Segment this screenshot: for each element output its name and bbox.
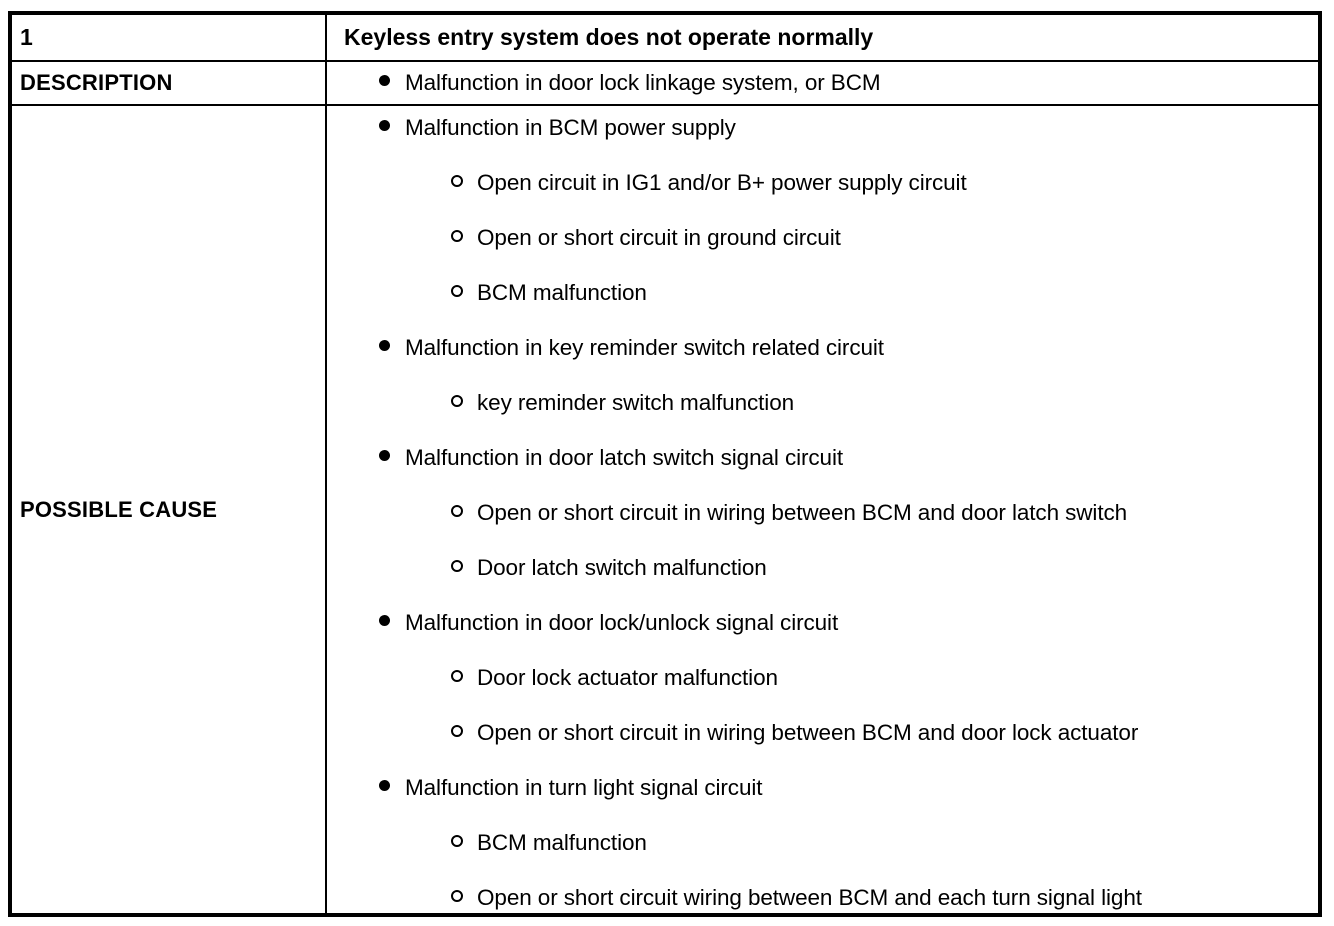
filled-disc-bullet-icon xyxy=(379,608,405,630)
list-item-label: Malfunction in door lock/unlock signal c… xyxy=(405,610,839,635)
hollow-circle-bullet-icon xyxy=(451,664,477,686)
list-item: Door latch switch malfunction xyxy=(327,554,767,580)
list-item-label: Malfunction in turn light signal circuit xyxy=(405,775,763,800)
hollow-circle-bullet-icon xyxy=(451,719,477,741)
list-item-label: BCM malfunction xyxy=(477,280,647,305)
description-label: DESCRIPTION xyxy=(20,70,173,95)
list-item-label: Open or short circuit in wiring between … xyxy=(477,720,1139,745)
row-number-text: 1 xyxy=(20,24,33,50)
list-item-label: Malfunction in key reminder switch relat… xyxy=(405,335,884,360)
table-row-title: 1 Keyless entry system does not operate … xyxy=(12,15,1318,60)
filled-disc-bullet-icon xyxy=(379,333,405,355)
hollow-circle-bullet-icon xyxy=(451,224,477,246)
hollow-circle-bullet-icon xyxy=(451,499,477,521)
diagnostic-table: 1 Keyless entry system does not operate … xyxy=(8,11,1322,917)
cell-title: Keyless entry system does not operate no… xyxy=(327,15,1318,60)
list-item: BCM malfunction xyxy=(327,279,647,305)
list-item: Malfunction in door latch switch signal … xyxy=(327,445,843,470)
list-item: BCM malfunction xyxy=(327,829,647,855)
hollow-circle-bullet-icon xyxy=(451,829,477,851)
cell-row-number: 1 xyxy=(12,15,325,60)
hollow-circle-bullet-icon xyxy=(451,554,477,576)
list-item-label: Open or short circuit in wiring between … xyxy=(477,500,1128,525)
filled-disc-bullet-icon xyxy=(379,113,405,135)
list-item: Open circuit in IG1 and/or B+ power supp… xyxy=(327,169,967,195)
list-item: Malfunction in BCM power supply xyxy=(327,115,736,140)
list-item: Malfunction in key reminder switch relat… xyxy=(327,335,884,360)
table-row-description: DESCRIPTION Malfunction in door lock lin… xyxy=(12,62,1318,104)
list-item-label: Door lock actuator malfunction xyxy=(477,665,778,690)
filled-disc-bullet-icon xyxy=(379,773,405,795)
cell-label-possible-cause: POSSIBLE CAUSE xyxy=(12,106,325,913)
cell-description-content: Malfunction in door lock linkage system,… xyxy=(327,62,1318,104)
list-item: Open or short circuit in wiring between … xyxy=(327,719,1139,745)
hollow-circle-bullet-icon xyxy=(451,884,477,906)
possible-cause-label: POSSIBLE CAUSE xyxy=(20,496,218,522)
table-row-possible-cause: POSSIBLE CAUSE Malfunction in BCM power … xyxy=(12,106,1318,913)
list-item: Open or short circuit in wiring between … xyxy=(327,499,1128,525)
list-item-label: Open or short circuit wiring between BCM… xyxy=(477,885,1142,910)
list-item-label: Malfunction in door lock linkage system,… xyxy=(405,70,881,95)
page-title: Keyless entry system does not operate no… xyxy=(344,24,874,50)
list-item-label: Malfunction in door latch switch signal … xyxy=(405,445,843,470)
column-divider xyxy=(325,15,327,913)
hollow-circle-bullet-icon xyxy=(451,279,477,301)
list-item: Open or short circuit wiring between BCM… xyxy=(327,884,1142,910)
list-item: Malfunction in door lock linkage system,… xyxy=(327,70,881,95)
filled-disc-bullet-icon xyxy=(379,68,405,90)
description-bullet-list: Malfunction in door lock linkage system,… xyxy=(327,62,1318,104)
hollow-circle-bullet-icon xyxy=(451,389,477,411)
table-inner: 1 Keyless entry system does not operate … xyxy=(12,15,1318,913)
list-item-label: key reminder switch malfunction xyxy=(477,390,795,415)
row-divider-2 xyxy=(12,104,1318,106)
list-item-label: Open circuit in IG1 and/or B+ power supp… xyxy=(477,170,967,195)
list-item: Door lock actuator malfunction xyxy=(327,664,778,690)
list-item-label: BCM malfunction xyxy=(477,830,647,855)
hollow-circle-bullet-icon xyxy=(451,169,477,191)
list-item: Malfunction in turn light signal circuit xyxy=(327,775,763,800)
list-item-label: Open or short circuit in ground circuit xyxy=(477,225,841,250)
filled-disc-bullet-icon xyxy=(379,443,405,465)
cell-label-description: DESCRIPTION xyxy=(12,62,325,104)
list-item: Malfunction in door lock/unlock signal c… xyxy=(327,610,839,635)
list-item-label: Door latch switch malfunction xyxy=(477,555,767,580)
list-item-label: Malfunction in BCM power supply xyxy=(405,115,736,140)
list-item: key reminder switch malfunction xyxy=(327,389,795,415)
row-divider-1 xyxy=(12,60,1318,62)
list-item: Open or short circuit in ground circuit xyxy=(327,224,841,250)
